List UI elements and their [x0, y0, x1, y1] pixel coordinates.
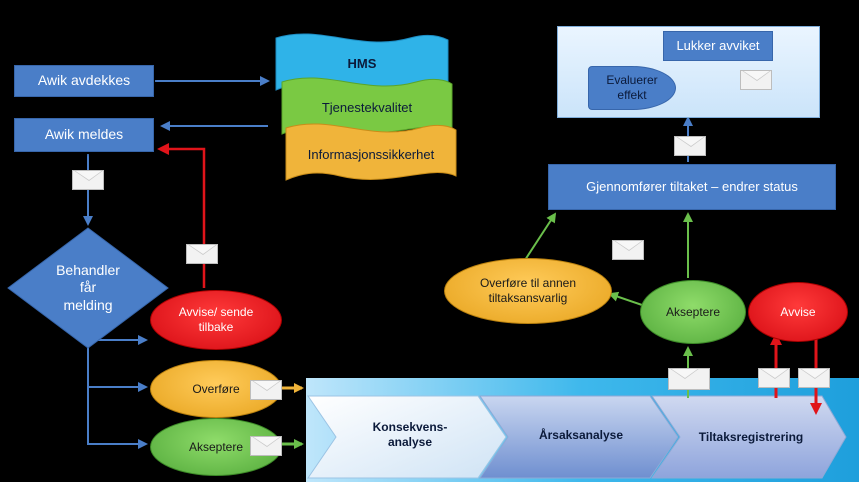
behandler-line-1: Behandler — [56, 261, 120, 278]
avvik-avdekkes-box[interactable] — [14, 65, 154, 97]
evaluere-line-2: effekt — [617, 88, 647, 102]
evaluere-line-1: Evaluerer — [606, 73, 658, 87]
arsak-label: Årsaksanalyse — [538, 427, 624, 442]
avvise-sende-ellipse[interactable] — [150, 290, 282, 350]
avvise-right-ellipse[interactable] — [748, 282, 848, 342]
lukker-box[interactable] — [663, 31, 773, 61]
avvik-meldes-label: Awik meldes — [44, 126, 124, 143]
overfore-annen-line-2: tiltaksansvarlig — [488, 291, 568, 305]
envelope-icon — [674, 136, 706, 156]
chevron-konsekvens — [307, 395, 507, 479]
overfore-annen-ellipse[interactable] — [444, 258, 612, 324]
envelope-icon — [612, 240, 644, 260]
connector-overfore-gjennomforer — [524, 212, 557, 261]
konsekvens-line-2: analyse — [387, 435, 433, 449]
akseptere-right-ellipse[interactable] — [640, 280, 746, 344]
gjennomforer-box[interactable] — [548, 164, 836, 210]
behandler-label: Behandler får melding — [28, 248, 148, 328]
lukker-label: Lukker avviket — [676, 37, 760, 53]
evaluere-shape[interactable] — [588, 66, 676, 110]
avvik-meldes-box[interactable] — [14, 118, 154, 152]
gjennomforer-label: Gjennomfører tiltaket – endrer status — [586, 178, 798, 194]
behandler-line-3: melding — [63, 296, 113, 313]
konsekvens-label: Konsekvens- analyse — [340, 410, 480, 460]
connector-behandler-akseptere — [87, 387, 148, 449]
informasjonssikkerhet-label: Informasjonssikkerhet — [307, 146, 435, 162]
avvise-sende-line-1: Avvise/ sende — [178, 305, 254, 319]
tiltak-label: Tiltaksregistrering — [698, 429, 804, 444]
avvise-sende-label: Avvise/ sende tilbake — [150, 290, 282, 350]
envelope-icon — [250, 380, 282, 400]
envelope-icon — [668, 368, 710, 390]
konsekvens-line-1: Konsekvens- — [372, 420, 448, 434]
connector-avvise-return — [157, 143, 206, 288]
envelope-icon — [250, 436, 282, 456]
overfore-label: Overføre — [192, 381, 240, 396]
behandler-line-2: får — [79, 279, 97, 296]
overfore-annen-label: Overføre til annen tiltaksansvarlig — [444, 258, 612, 324]
overfore-annen-line-1: Overføre til annen — [479, 276, 577, 290]
avvise-sende-line-2: tilbake — [198, 320, 234, 334]
envelope-icon — [758, 368, 790, 388]
envelope-icon — [72, 170, 104, 190]
connector-behandler-overfore — [87, 340, 148, 392]
envelope-icon — [740, 70, 772, 90]
akseptere-label: Akseptere — [188, 439, 244, 454]
avvik-avdekkes-label: Awik avdekkes — [37, 72, 131, 89]
hms-label: HMS — [347, 55, 377, 71]
chevron-arsak — [479, 395, 679, 479]
tjenestekvalitet-label: Tjenestekvalitet — [321, 99, 413, 115]
evaluere-label: Evaluerer effekt — [588, 66, 676, 110]
envelope-icon — [798, 368, 830, 388]
connector-akseptere-overfore — [608, 291, 643, 306]
avvise-right-label: Avvise — [780, 304, 816, 319]
chevron-tiltak — [651, 395, 847, 479]
envelope-icon — [186, 244, 218, 264]
akseptere-right-label: Akseptere — [665, 304, 721, 319]
banner-informasjonssikkerhet — [285, 123, 457, 181]
